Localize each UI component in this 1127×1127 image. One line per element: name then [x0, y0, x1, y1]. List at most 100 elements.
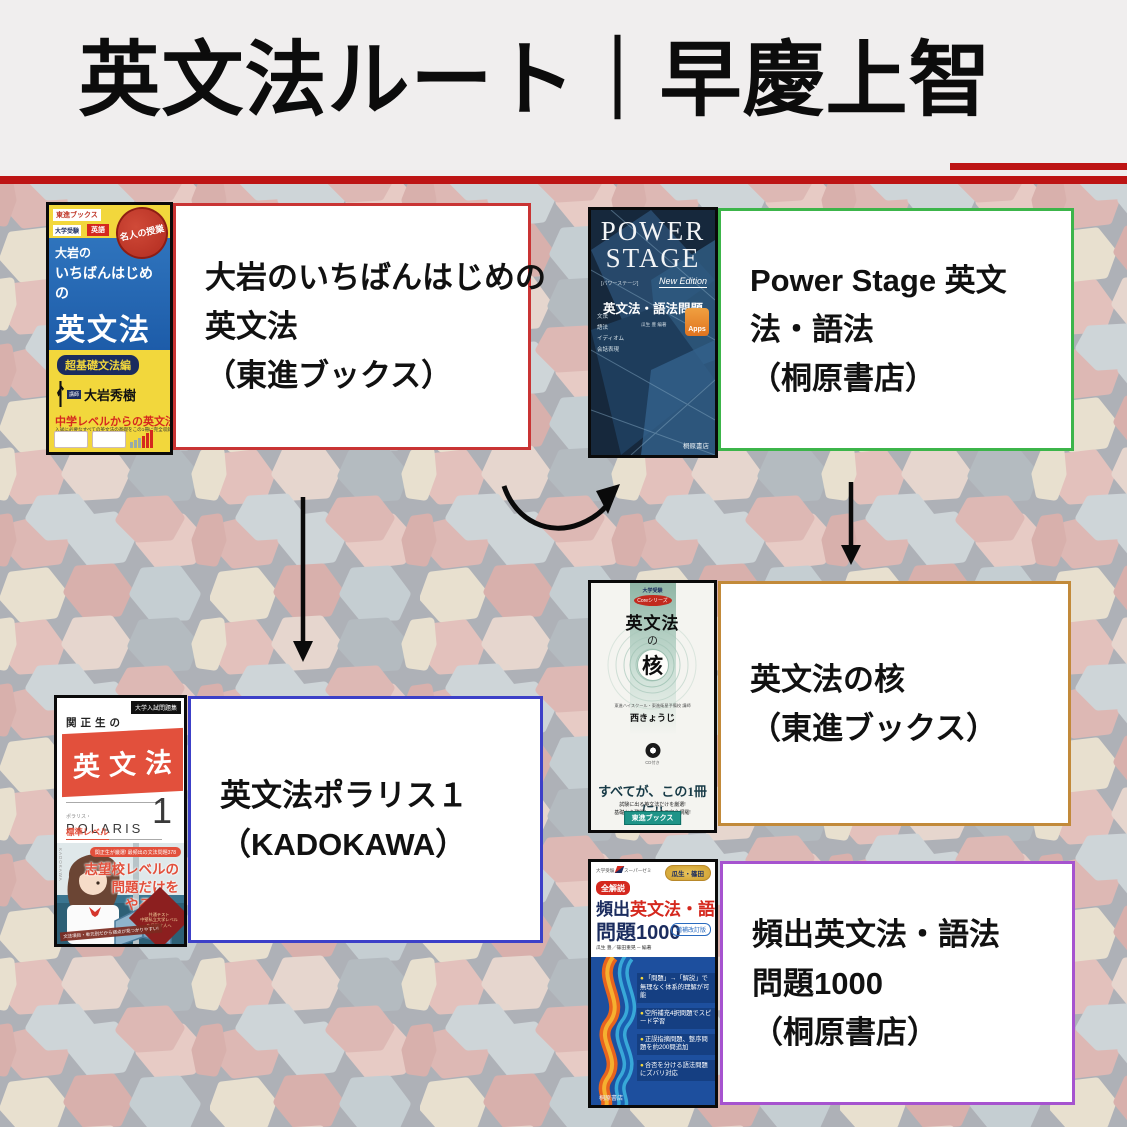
cover-title-panel: 英文法 — [62, 727, 183, 798]
cover-blue-section: ●「問題」→「解説」で無理なく体系的理解が可能 ●空所補充4択問題でスピード学習… — [591, 957, 715, 1105]
bullet-item: ●合否を分ける語法問題にズバリ対応 — [637, 1059, 715, 1081]
bullet-dot-icon: ● — [640, 1035, 644, 1043]
wavy-ribbons-graphic — [598, 957, 637, 1105]
title-navy: 頻出 — [596, 900, 630, 919]
cover-authors: 瓜生 豊／篠田重晃 ─ 編著 — [596, 946, 652, 951]
teacher-silhouette-icon — [57, 381, 64, 407]
cover-author: 瓜生 豊 編著 — [641, 322, 667, 327]
book-cover-hinshutsu-1000: 大学受験 スーパーゼミ 瓜生・篠田 全解説 頻出英文法・語法 問題1000 増補… — [588, 859, 718, 1108]
cover-bullet-list: ●「問題」→「解説」で無理なく体系的理解が可能 ●空所補充4択問題でスピード学習… — [637, 973, 715, 1086]
catch-line: 志望校レベルの — [84, 862, 180, 877]
cover-subject-chip: 英語 — [87, 224, 109, 236]
topic: 語法 — [597, 325, 609, 331]
super-zemi-logo-icon — [614, 866, 624, 873]
cover-title-panel: 大岩の いちばんはじめの 英文法 — [49, 238, 170, 350]
cover-corner-chip: 大学入試問題集 — [130, 701, 181, 714]
cover-edition: New Edition — [658, 276, 707, 288]
glass-building-graphic — [591, 210, 715, 455]
core-series-ellipse: Coreシリーズ — [633, 595, 672, 606]
cover-title-line2: いちばんはじめの — [55, 265, 153, 301]
accent-rule-full — [0, 176, 1127, 184]
cover-kana: [パワーステージ] — [601, 281, 639, 287]
bullet-text: 「問題」→「解説」で無理なく体系的理解が可能 — [640, 975, 710, 999]
cover-author: 西きょうじ — [629, 713, 675, 723]
cover-series: ポラリス・POLARIS — [66, 802, 162, 840]
label-line: 頻出英文法・語法 — [752, 916, 1000, 952]
label-box-eibunpo-kaku: 英文法の核 （東進ブックス） — [718, 581, 1071, 826]
label-box-power-stage: Power Stage 英文 法・語法 （桐原書店） — [718, 208, 1074, 451]
cover-title-line3: 英文法 — [55, 314, 151, 347]
cover-title-line1: POWER — [600, 216, 706, 246]
label-line: （東進ブックス） — [205, 358, 453, 393]
label-line: 英文法の核 — [750, 661, 905, 697]
cover-title-line1: 大岩の — [55, 246, 92, 260]
cover-publisher-badge: 東進ブックス — [623, 811, 682, 825]
cover-title-kaku: 核 — [636, 649, 669, 681]
bullet-dot-icon: ● — [640, 1009, 644, 1017]
cover-header-left: 大学受験 スーパーゼミ — [596, 866, 651, 874]
label-line: 英文法 — [205, 309, 298, 344]
cover-title-line1: 頻出英文法・語法 — [596, 895, 715, 920]
cover-author-row: 講師 大岩秀樹 — [57, 381, 136, 407]
bullet-item: ●正誤指摘問題、整序問題を約200問追加 — [637, 1033, 715, 1055]
cover-level: 標準レベル — [66, 826, 109, 840]
header: 英文法ルート｜早慶上智 — [0, 0, 1127, 176]
cover-category: 大学受験 — [642, 588, 663, 594]
cover-tiny-line: 東進ハイスクール・東進衛星予備校 講師 — [614, 703, 691, 708]
zenkaisetsu-badge: 全解説 — [596, 881, 630, 895]
cover-title: POWER STAGE — [591, 218, 715, 272]
page-title: 英文法ルート｜早慶上智 — [78, 35, 992, 126]
cover-title-line2: 問題1000 — [596, 922, 681, 944]
cover-author: 大岩秀樹 — [84, 387, 137, 403]
cover-tagline: 中学レベルからの英文法! — [55, 416, 173, 428]
cover-subline1: 試験に出る英文法だけを厳選! — [619, 802, 686, 808]
label-line: （桐原書店） — [752, 1014, 938, 1050]
cover-publisher: 桐原書店 — [599, 1096, 624, 1102]
edition-chip: 増補改訂版 — [671, 923, 712, 936]
authors-gold-badge: 瓜生・篠田 — [664, 865, 711, 881]
bullet-item: ●空所補充4択問題でスピード学習 — [637, 1007, 715, 1029]
cd-disc-icon — [645, 743, 660, 758]
label-line: 英文法ポラリス１ — [220, 777, 468, 813]
label-box-polaris-1: 英文法ポラリス１ （KADOKAWA） — [188, 696, 543, 943]
cover-subtitle: 英文法・語法問題 — [602, 302, 703, 316]
series-latin: POLARIS — [66, 821, 144, 836]
bullet-dot-icon: ● — [640, 975, 644, 982]
cover-number: 1 — [151, 790, 172, 831]
cover-publisher: 桐原書店 — [683, 443, 709, 450]
teacher-chip: 講師 — [67, 389, 82, 399]
label-line: （桐原書店） — [750, 361, 936, 396]
label-line: 大岩のいちばんはじめの — [205, 260, 546, 295]
cover-publisher-chip: 東進ブックス — [53, 209, 101, 221]
topic: 文法 — [597, 314, 609, 320]
label-line: （東進ブックス） — [750, 710, 998, 746]
series-kana: ポラリス・ — [66, 814, 92, 820]
cover-title-no: の — [647, 635, 658, 647]
bullet-item: ●「問題」→「解説」で無理なく体系的理解が可能 — [637, 973, 715, 1003]
bullet-text: 空所補充4択問題でスピード学習 — [640, 1009, 712, 1026]
bullet-text: 合否を分ける語法問題にズバリ対応 — [640, 1061, 708, 1078]
cover-pill-badge: 関正生が厳選! 最頻出の文法問題378 — [89, 847, 181, 857]
brand-kadokawa: KADOKAWA — [58, 848, 63, 882]
book-cover-power-stage: POWER STAGE [パワーステージ] New Edition 英文法・語法… — [588, 207, 718, 458]
header-left-text2: スーパーゼミ — [623, 868, 652, 873]
diamond-line: 中堅私立大学レベル — [140, 917, 178, 922]
bullet-dot-icon: ● — [640, 1061, 644, 1069]
accent-rule-short — [950, 163, 1127, 170]
label-box-oiwa-hajime: 大岩のいちばんはじめの 英文法 （東進ブックス） — [173, 203, 546, 450]
book-cover-eibunpo-kaku: 大学受験 Coreシリーズ 英文法 の 核 東進ハイスクール・東進衛星予備校 講… — [588, 580, 717, 833]
label-line: 問題1000 — [752, 965, 883, 1001]
topic: 会話表現 — [597, 347, 620, 353]
cover-subline: 入試に必要なすべての英文法の基礎をこの1冊に完全収録! — [55, 427, 173, 432]
title-red: 英文法・語法 — [630, 900, 715, 919]
label-line: Power Stage 英文 — [750, 263, 1007, 298]
label-box-hinshutsu-1000: 頻出英文法・語法 問題1000 （桐原書店） — [720, 861, 1075, 1105]
header-left-text: 大学受験 — [596, 868, 615, 873]
book-cover-polaris-1: 大学入試問題集 関正生の 英文法 ポラリス・POLARIS 1 標準レベル 関正… — [54, 695, 187, 947]
apps-badge: Apps — [685, 308, 709, 336]
label-line: （KADOKAWA） — [220, 826, 467, 862]
cover-author: 関正生の — [66, 717, 124, 729]
cd-label: CD付き — [645, 760, 660, 765]
label-line: 法・語法 — [750, 312, 874, 347]
